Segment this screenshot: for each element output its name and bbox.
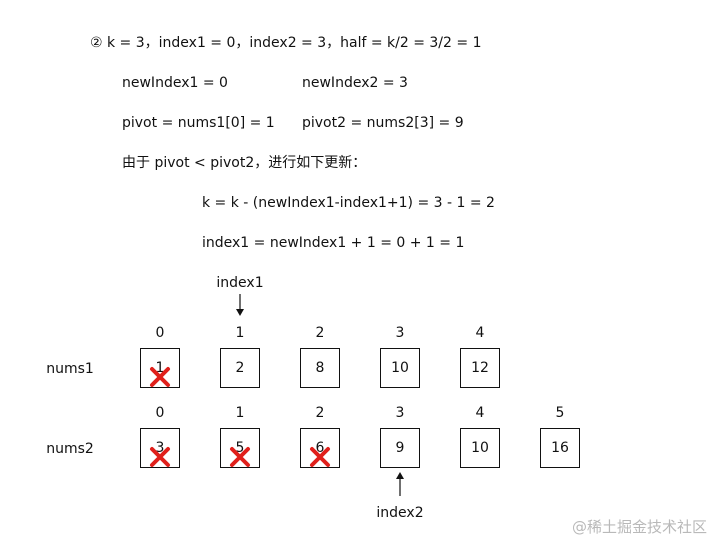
nums1-index-1: 1 <box>235 325 245 341</box>
index2-pointer-label: index2 <box>376 505 424 521</box>
nums1-value-3: 10 <box>391 360 409 376</box>
new-index1-text: newIndex1 = 0 <box>122 75 228 91</box>
nums1-cell-3: 10 <box>380 348 420 388</box>
update-index1-text: index1 = newIndex1 + 1 = 0 + 1 = 1 <box>202 235 465 251</box>
cross-mark-icon <box>150 447 170 467</box>
nums2-index-3: 3 <box>395 405 405 421</box>
nums1-label: nums1 <box>46 361 94 377</box>
nums2-index-0: 0 <box>155 405 165 421</box>
nums1-value-0: 1 <box>155 360 165 376</box>
nums2-cell-1: 5 <box>220 428 260 468</box>
nums2-value-2: 6 <box>315 440 325 456</box>
nums1-value-2: 8 <box>315 360 325 376</box>
pivot2-text: pivot2 = nums2[3] = 9 <box>302 115 464 131</box>
index1-arrow-head <box>236 309 244 316</box>
nums1-index-4: 4 <box>475 325 485 341</box>
nums2-index-4: 4 <box>475 405 485 421</box>
cross-mark-icon <box>150 367 170 387</box>
index2-arrow-head <box>396 472 404 479</box>
index1-pointer-label: index1 <box>216 275 264 291</box>
nums2-cell-5: 16 <box>540 428 580 468</box>
cross-mark-icon <box>310 447 330 467</box>
nums2-value-1: 5 <box>235 440 245 456</box>
nums1-index-0: 0 <box>155 325 165 341</box>
nums2-index-5: 5 <box>555 405 565 421</box>
watermark: @稀土掘金技术社区 <box>571 518 707 536</box>
step-heading: ② k = 3，index1 = 0，index2 = 3，half = k/2… <box>90 35 482 51</box>
nums2-index-1: 1 <box>235 405 245 421</box>
nums1-cell-1: 2 <box>220 348 260 388</box>
nums1-cell-4: 12 <box>460 348 500 388</box>
nums2-value-5: 16 <box>551 440 569 456</box>
nums2-cell-3: 9 <box>380 428 420 468</box>
nums1-index-2: 2 <box>315 325 325 341</box>
nums2-index-2: 2 <box>315 405 325 421</box>
nums1-value-4: 12 <box>471 360 489 376</box>
index1-pointer-arrow <box>236 294 244 316</box>
nums2-cell-2: 6 <box>300 428 340 468</box>
nums2-label: nums2 <box>46 441 94 457</box>
nums1-cell-2: 8 <box>300 348 340 388</box>
nums2-cell-4: 10 <box>460 428 500 468</box>
nums2-value-0: 3 <box>155 440 165 456</box>
comparison-text: 由于 pivot < pivot2，进行如下更新： <box>122 155 367 171</box>
cross-mark-icon <box>230 447 250 467</box>
nums2-value-4: 10 <box>471 440 489 456</box>
nums1-cell-0: 1 <box>140 348 180 388</box>
update-k-text: k = k - (newIndex1-index1+1) = 3 - 1 = 2 <box>202 195 495 211</box>
nums1-index-3: 3 <box>395 325 405 341</box>
new-index2-text: newIndex2 = 3 <box>302 75 408 91</box>
index2-pointer-arrow <box>396 472 404 496</box>
pivot1-text: pivot = nums1[0] = 1 <box>122 115 275 131</box>
nums1-value-1: 2 <box>235 360 245 376</box>
nums2-value-3: 9 <box>395 440 405 456</box>
nums2-cell-0: 3 <box>140 428 180 468</box>
